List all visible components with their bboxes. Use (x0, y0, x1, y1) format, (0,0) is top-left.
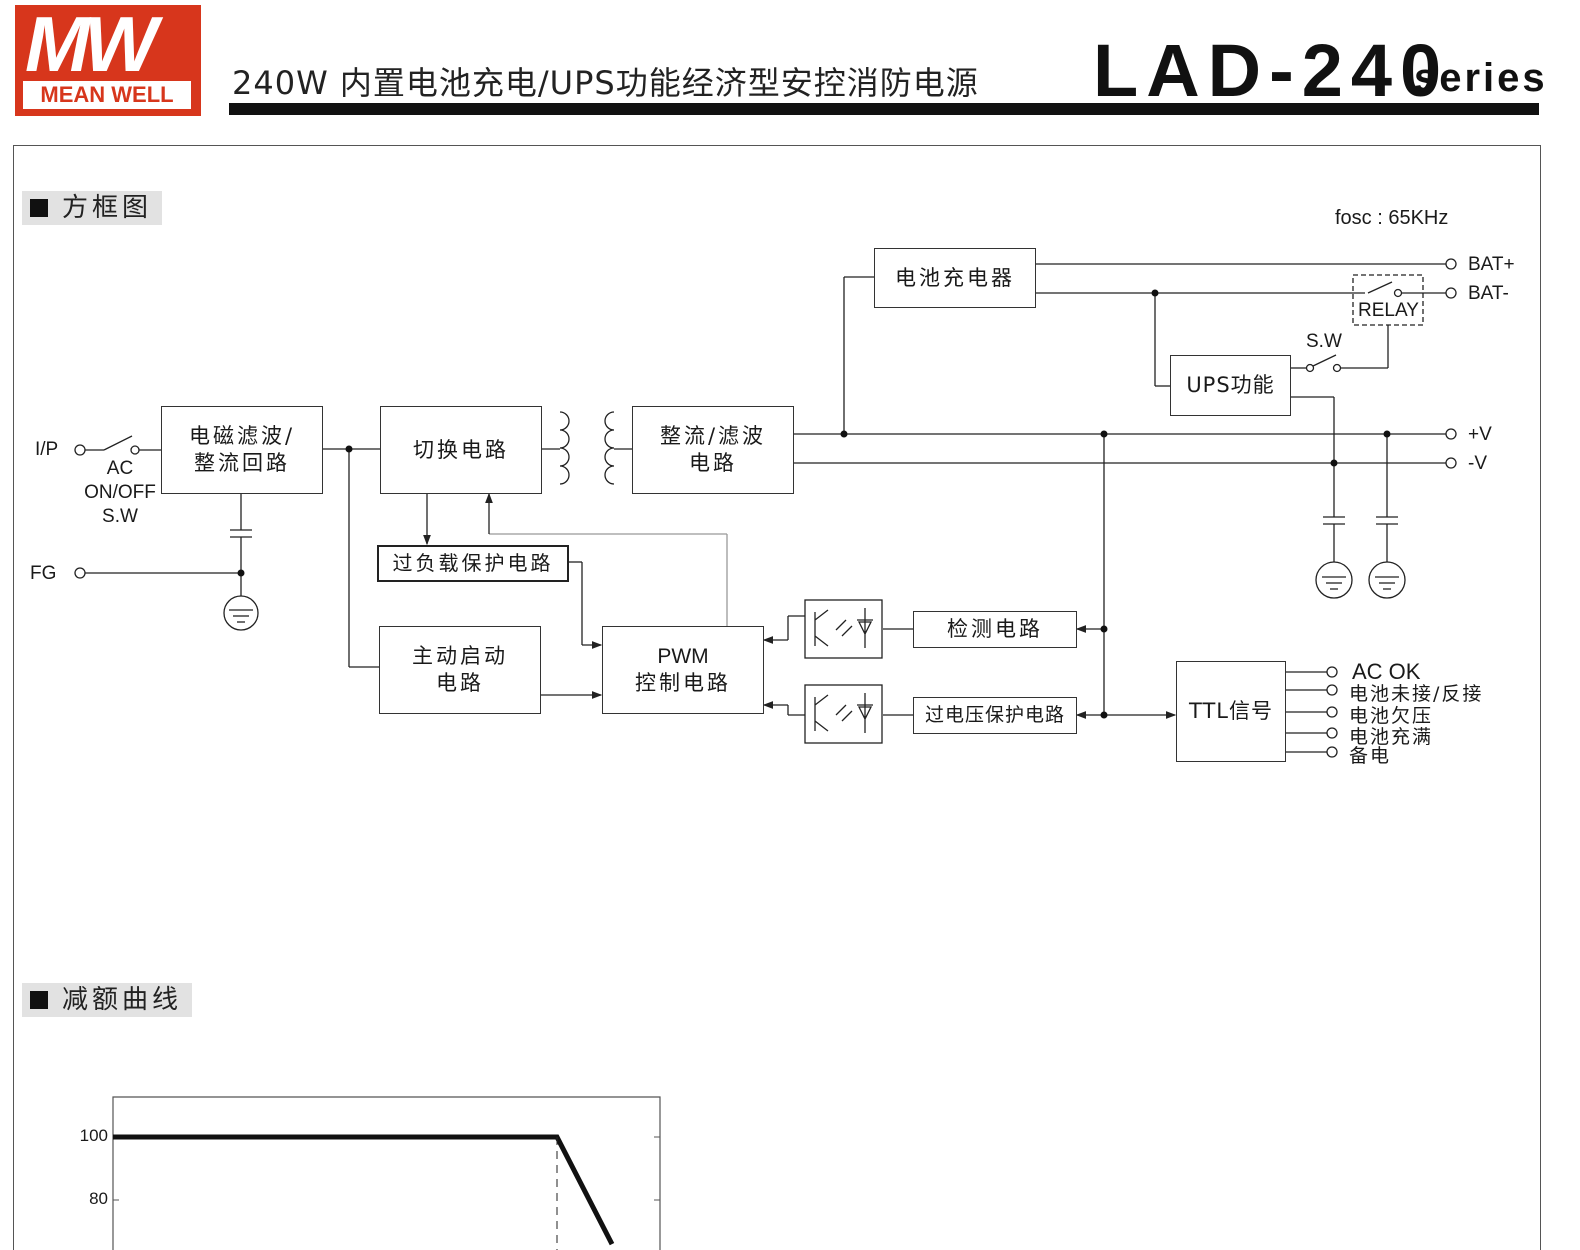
chart-frame (112, 1096, 661, 1250)
optocoupler-icon (814, 608, 873, 648)
switching-circuit-block: 切换电路 (380, 406, 542, 494)
content-frame (13, 145, 1541, 1250)
fg-label: FG (30, 563, 57, 584)
logo-mark: MW (25, 5, 158, 88)
block-diagram-section-title: 方框图 (22, 191, 163, 225)
bullet-square-icon (30, 199, 48, 217)
label-line: AC (106, 458, 134, 479)
ttl-output-battery-full: 电池充满 (1349, 726, 1434, 748)
rectifier-filter-block: 整流/滤波电路 (632, 406, 794, 494)
emi-filter-block: 电磁滤波/整流回路 (161, 406, 323, 494)
ttl-signal-block: TTL信号 (1176, 661, 1286, 762)
ttl-output-battery-low: 电池欠压 (1349, 705, 1434, 727)
label-line: ON/OFF (84, 482, 156, 503)
ttl-output-battery-missing: 电池未接/反接 (1349, 683, 1484, 705)
ttl-output-ac-ok: AC OK (1352, 659, 1421, 684)
bat-plus-terminal: BAT+ (1468, 254, 1515, 275)
relay-label: RELAY (1358, 300, 1419, 321)
derating-section-title: 减额曲线 (22, 983, 193, 1017)
sw-label: S.W (1306, 331, 1342, 352)
pwm-control-block: PWM 控制电路 (602, 626, 764, 714)
derating-line (113, 1134, 615, 1246)
detection-circuit-block: 检测电路 (913, 611, 1077, 648)
ground-icon (1368, 561, 1406, 599)
section-title-text: 方框图 (62, 193, 153, 223)
ground-icon (223, 595, 259, 631)
bat-minus-terminal: BAT- (1468, 283, 1509, 304)
optocoupler-icon (814, 693, 873, 733)
y-tick-label: 80 (89, 1189, 108, 1208)
ovp-circuit-block: 过电压保护电路 (913, 697, 1077, 734)
ground-icon (1315, 561, 1353, 599)
block-label: 电路 (436, 671, 484, 695)
startup-circuit-block: 主动启动电路 (379, 626, 541, 714)
block-label: PWM (657, 645, 709, 668)
v-minus-terminal: -V (1468, 453, 1487, 474)
block-label: 电磁滤波/ (188, 424, 296, 448)
label-line: S.W (102, 506, 138, 527)
ttl-output-backup: 备电 (1349, 745, 1392, 767)
mean-well-logo: MW MEAN WELL (15, 5, 201, 116)
section-title-text: 减额曲线 (62, 985, 183, 1015)
input-label: I/P (35, 439, 59, 460)
model-name: LAD-240 (1093, 29, 1450, 112)
product-title: 240W 内置电池充电/UPS功能经济型安控消防电源 (232, 64, 979, 102)
bullet-square-icon (30, 991, 48, 1009)
logo-name: MEAN WELL (23, 81, 191, 109)
header-divider (229, 103, 1539, 115)
series-label: series (1414, 56, 1548, 100)
ac-switch-label: AC ON/OFF S.W (80, 457, 160, 529)
fosc-label: fosc : 65KHz (1335, 207, 1449, 229)
block-label: 整流/滤波 (659, 424, 767, 448)
block-label: 主动启动 (412, 644, 508, 668)
overload-protection-block: 过负载保护电路 (377, 545, 569, 582)
block-label: 控制电路 (635, 671, 731, 695)
battery-charger-block: 电池充电器 (874, 248, 1036, 308)
block-label: 电路 (688, 451, 737, 475)
v-plus-terminal: +V (1468, 424, 1492, 445)
y-tick-label: 100 (79, 1126, 108, 1145)
ups-function-block: UPS功能 (1170, 355, 1291, 416)
block-label: 整流回路 (193, 451, 290, 475)
